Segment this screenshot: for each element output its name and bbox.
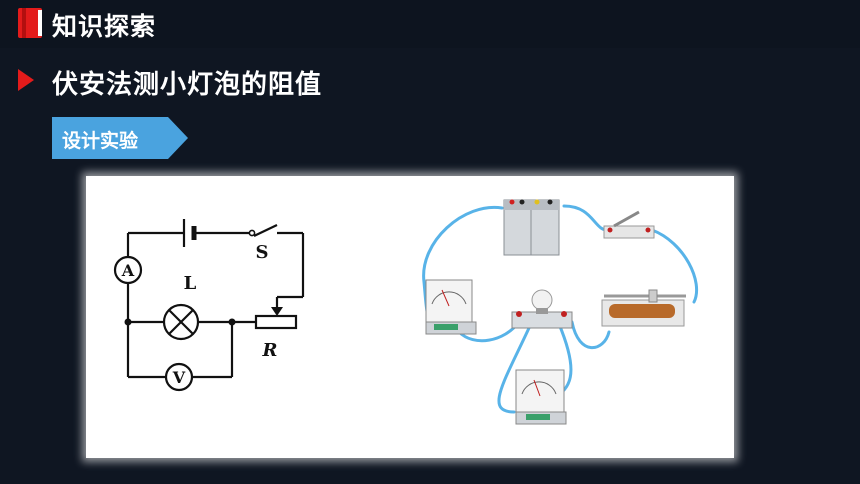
section-title: 知识探索	[52, 12, 157, 41]
voltmeter-label: V	[172, 368, 186, 387]
header-bar	[0, 0, 860, 48]
topic-title: 伏安法测小灯泡的阻值	[52, 70, 323, 100]
rheostat-device	[601, 289, 686, 327]
lamp-device	[511, 289, 573, 329]
switch-label: S	[256, 242, 269, 263]
ammeter-symbol	[113, 255, 143, 285]
experiment-panel: A L V R S	[86, 176, 734, 458]
rheostat-symbol	[254, 314, 298, 330]
junction-dot	[228, 318, 236, 326]
voltmeter-symbol	[164, 362, 194, 392]
tag-label: 设计实验	[62, 130, 139, 152]
ammeter-label: A	[121, 261, 135, 280]
play-icon	[18, 69, 34, 91]
junction-dot	[124, 318, 132, 326]
switch-device	[603, 210, 655, 239]
battery-box	[503, 199, 560, 256]
tag-banner	[52, 117, 188, 159]
resistor-label: R	[262, 340, 278, 361]
switch-contact	[248, 229, 256, 237]
circuit-diagram: A L V R S	[113, 219, 305, 392]
book-icon	[18, 8, 42, 38]
ammeter-device	[425, 279, 477, 335]
lamp-label: L	[184, 273, 197, 294]
apparatus-illustration	[422, 199, 699, 425]
rheostat-slider-arrow	[271, 307, 283, 316]
voltmeter-device	[515, 369, 567, 425]
